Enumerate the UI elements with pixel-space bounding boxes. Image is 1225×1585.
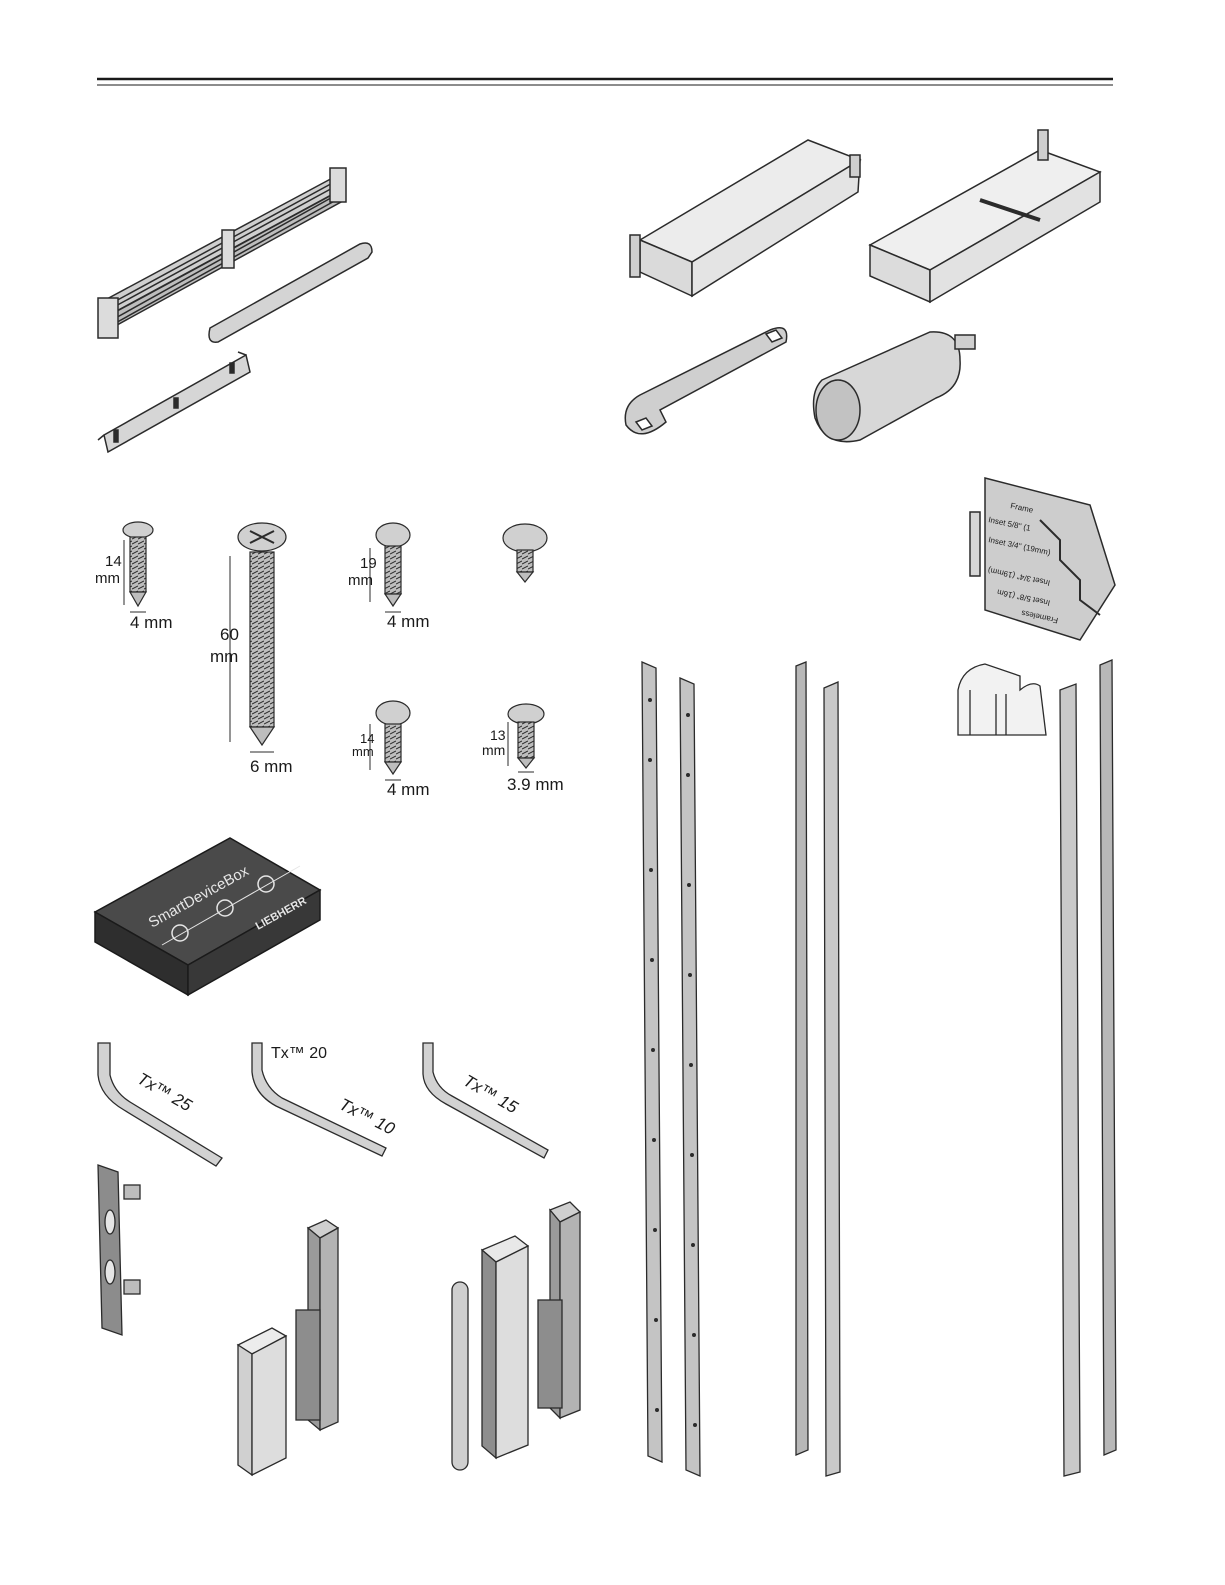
trim-strip-3 xyxy=(1060,684,1080,1476)
screw-14x4 xyxy=(123,522,153,612)
trim-strip-2 xyxy=(824,682,840,1476)
torx-key-25-label: Tx™ 25 xyxy=(134,1069,196,1115)
divider-rail xyxy=(98,168,346,338)
wire-basket xyxy=(870,130,1100,302)
trim-strip-4 xyxy=(1100,660,1116,1455)
cover-plate xyxy=(482,1236,528,1458)
torx-key-25 xyxy=(98,1043,222,1166)
screw-13x3-9 xyxy=(508,704,544,772)
profile-section xyxy=(958,664,1046,735)
door-bin xyxy=(630,140,860,296)
end-cap-b xyxy=(296,1220,338,1430)
screw1-length: 14 xyxy=(105,553,122,570)
screw-short xyxy=(503,524,547,582)
screw1-length-unit: mm xyxy=(95,570,120,587)
hinge-clip xyxy=(98,1165,140,1335)
end-cap-a xyxy=(238,1328,286,1475)
screw5-length: 13 xyxy=(490,727,506,743)
screw1-diameter: 4 mm xyxy=(130,613,173,632)
mounting-bracket xyxy=(98,352,250,452)
water-filter xyxy=(814,332,975,442)
torx-key-20-label: Tx™ 20 xyxy=(271,1045,327,1062)
screw2-length-unit: mm xyxy=(210,647,238,666)
hinge-rail-2 xyxy=(680,678,700,1476)
screw3-length: 19 xyxy=(360,555,377,572)
hinge-rail-1 xyxy=(642,662,662,1462)
rod xyxy=(452,1282,468,1470)
screw4-diameter: 4 mm xyxy=(387,780,430,799)
screw2-diameter: 6 mm xyxy=(250,757,293,776)
screw2-length: 60 xyxy=(220,625,239,644)
screw-14x4-b xyxy=(370,701,410,780)
screw4-length-unit: mm xyxy=(352,744,374,759)
trim-strip-1 xyxy=(796,662,808,1455)
screw5-diameter: 3.9 mm xyxy=(507,775,564,794)
end-cap-c xyxy=(538,1202,580,1418)
screw3-length-unit: mm xyxy=(348,572,373,589)
screw3-diameter: 4 mm xyxy=(387,612,430,631)
screw5-length-unit: mm xyxy=(482,742,505,758)
wrench-tool xyxy=(625,328,786,434)
header-rule xyxy=(97,79,1113,85)
